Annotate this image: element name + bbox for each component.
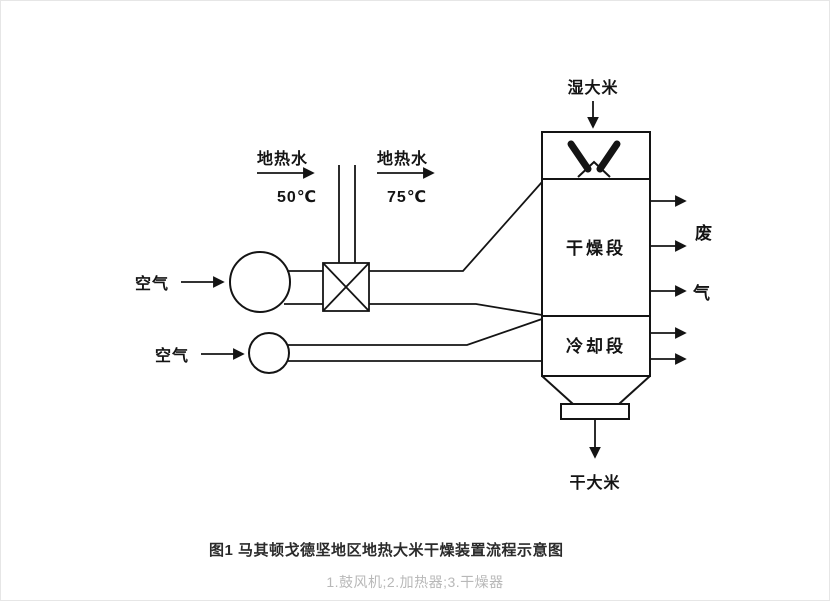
air-label-1: 空气	[135, 274, 169, 293]
blower-1	[229, 251, 291, 313]
distributor-cone	[577, 160, 611, 178]
figure-legend: 1.鼓风机;2.加热器;3.干燥器	[326, 574, 504, 590]
heater-cross-2	[322, 262, 370, 312]
pipes-ducts	[284, 165, 543, 362]
diagram-labels: 湿大米 地热水 50℃ 地热水 75℃ 空气 空气 干燥段 冷却段 废 气 干大…	[135, 78, 715, 492]
waste-label: 废	[695, 223, 715, 243]
rice-inlet-marks	[567, 140, 621, 178]
geothermal-water-label-2: 地热水	[377, 149, 428, 168]
figure-caption: 图1 马其顿戈德坚地区地热大米干燥装置流程示意图	[209, 542, 564, 559]
blower-2	[248, 332, 290, 374]
hopper-left-edge	[541, 375, 574, 405]
gas-label: 气	[692, 283, 713, 303]
duct-drying-bottom	[369, 303, 543, 316]
air-label-2: 空气	[155, 346, 189, 365]
tower-body	[541, 131, 651, 377]
dryer-tower	[541, 131, 651, 420]
blowers	[229, 251, 291, 374]
inlet-stream-right	[596, 140, 621, 173]
drying-section-label: 干燥段	[566, 238, 626, 258]
heater	[322, 262, 370, 312]
heater-box	[322, 262, 370, 312]
geothermal-water-label-1: 地热水	[257, 149, 308, 168]
cooling-section-label: 冷却段	[566, 336, 626, 356]
temp-75-label: 75℃	[387, 189, 427, 206]
flow-arrows	[181, 101, 687, 459]
inlet-stream-left	[567, 140, 592, 173]
hopper-right-edge	[618, 375, 651, 405]
outlet-flange	[560, 403, 630, 420]
temp-50-label: 50℃	[277, 189, 317, 206]
dry-rice-label: 干大米	[569, 473, 620, 492]
duct-cooling-top	[287, 318, 543, 346]
wet-rice-label: 湿大米	[566, 78, 618, 97]
duct-drying-top	[369, 181, 543, 272]
